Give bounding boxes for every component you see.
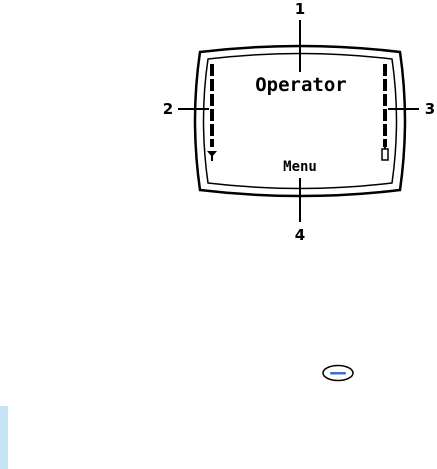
callout-3: 3 [388,100,435,118]
callout-1: 1 [295,0,305,72]
menu-key-icon[interactable] [321,364,355,382]
callout-number: 3 [425,100,435,118]
antenna-icon [207,151,217,161]
callout-number: 2 [163,100,173,118]
menu-softkey-label: Menu [283,159,317,175]
callout-number: 4 [295,226,305,244]
callout-2: 2 [163,100,209,118]
battery-icon [382,147,388,160]
page-edge-accent [0,406,8,469]
operator-text: Operator [255,74,347,96]
callout-number: 1 [295,0,305,18]
signal-strength-bar [210,64,214,147]
battery-level-bar [383,64,387,147]
